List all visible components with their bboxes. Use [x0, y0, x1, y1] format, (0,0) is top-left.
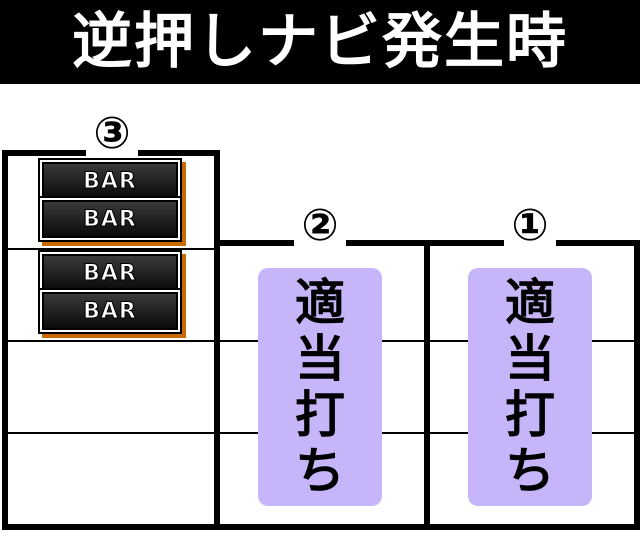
reel-number-2: ② [294, 204, 346, 248]
bar-symbol: BAR [42, 292, 178, 330]
bar-symbol: BAR [42, 162, 178, 200]
instruction-char: 適 [505, 274, 555, 332]
reel-number-1: ① [504, 204, 556, 248]
bar-label: BAR [83, 168, 137, 194]
instruction-pill-center: 適 当 打 ち [258, 268, 382, 506]
page-title: 逆押しナビ発生時 [72, 7, 568, 77]
instruction-char: 当 [295, 330, 345, 388]
header-banner: 逆押しナビ発生時 [0, 0, 640, 84]
instruction-char: 打 [505, 386, 555, 444]
instruction-char: 適 [295, 274, 345, 332]
bar-symbol: BAR [42, 200, 178, 238]
instruction-char: ち [295, 442, 345, 500]
cell-divider [8, 248, 214, 250]
bar-label: BAR [83, 260, 137, 286]
cell-divider [8, 340, 214, 342]
bar-symbol: BAR [42, 254, 178, 292]
bar-label: BAR [83, 206, 137, 232]
instruction-char: 当 [505, 330, 555, 388]
instruction-char: ち [505, 442, 555, 500]
instruction-pill-right: 適 当 打 ち [468, 268, 592, 506]
bar-label: BAR [83, 298, 137, 324]
cell-divider [8, 432, 214, 434]
reel-number-3: ③ [86, 112, 138, 156]
instruction-char: 打 [295, 386, 345, 444]
